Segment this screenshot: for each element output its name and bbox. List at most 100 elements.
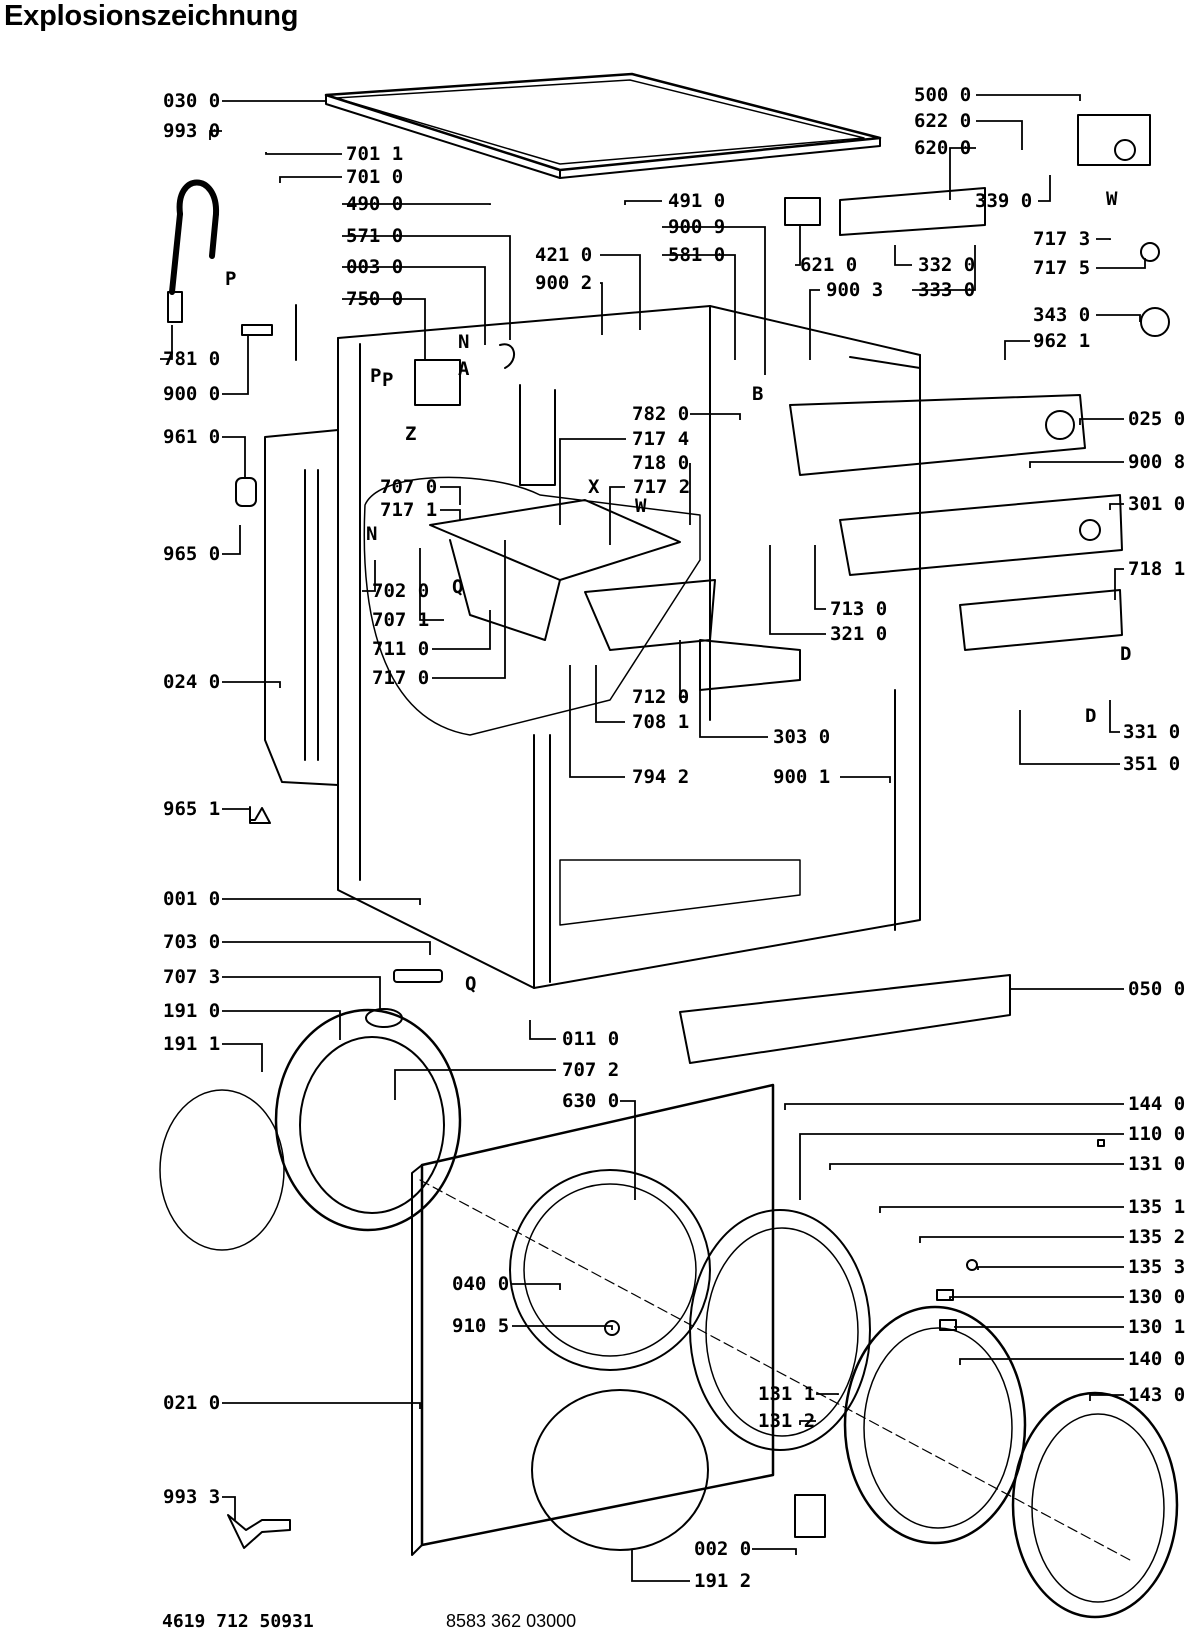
part-label: 717 2 [633,476,690,498]
part-label: 962 1 [1033,330,1090,352]
leader-line [1038,175,1051,202]
leader-line [440,486,461,505]
part-label: 130 1 [1128,1316,1185,1338]
leader-line [569,665,625,778]
part-label: 630 0 [562,1090,619,1112]
part-label: 144 0 [1128,1093,1185,1115]
leader-line [894,245,912,266]
letter-marker: X [588,476,600,498]
part-label: 191 1 [163,1033,220,1055]
leader-line [829,1163,1124,1170]
part-label: 021 0 [163,1392,220,1414]
leader-line [699,685,768,738]
part-label: 135 1 [1128,1196,1185,1218]
part-label: 717 0 [372,667,429,689]
letter-marker: A [458,358,470,380]
part-label: 421 0 [535,244,592,266]
leader-line [1109,700,1120,733]
part-label: 620 0 [914,137,971,159]
leader-line [1096,314,1141,322]
leader-line [949,147,976,200]
leader-line [1114,568,1124,600]
leader-line [799,1133,1124,1200]
leader-line [809,289,820,360]
leader-line [432,540,506,679]
leader-line [690,413,741,420]
leader-line [265,152,342,155]
leader-line [795,225,801,266]
leader-line [1009,988,1124,995]
letter-marker: Q [452,576,463,598]
leader-line [600,254,641,330]
part-label: 717 1 [380,499,437,521]
leader-line [342,266,486,345]
part-label: 961 0 [163,426,220,448]
leader-line [222,1010,341,1040]
part-label: 131 2 [758,1410,815,1432]
leader-line [222,335,249,395]
part-label: 782 0 [632,403,689,425]
part-label: 050 0 [1128,978,1185,1000]
leader-line [879,1206,1124,1213]
leader-line [1019,710,1120,765]
leader-line [222,808,251,815]
leader-line [1096,258,1146,269]
part-label: 794 2 [632,766,689,788]
leader-line [432,610,491,650]
part-label: 717 5 [1033,257,1090,279]
leader-line [752,1548,797,1555]
leader-line [816,1393,839,1395]
letter-marker: D [1085,705,1096,727]
leader-line [1029,461,1124,468]
letter-marker: D [1120,643,1131,665]
part-label: 491 0 [668,190,725,212]
leader-line [222,436,246,478]
part-label: 002 0 [694,1538,751,1560]
leader-line [1004,340,1030,360]
part-label: 900 3 [826,279,883,301]
part-label: 303 0 [773,726,830,748]
leader-line [624,200,662,205]
leader-line [222,1496,236,1520]
letter-marker: W [1106,188,1118,210]
part-label: 621 0 [800,254,857,276]
leader-line [222,941,431,955]
leader-line [222,98,327,102]
leader-line [512,1283,561,1290]
footer-service-number: 8583 362 03000 [446,1611,577,1631]
leader-line [342,298,426,360]
leader-line [799,1420,816,1425]
leader-line [959,1358,1124,1365]
leader-line [1089,1394,1124,1401]
part-label: 131 1 [758,1383,815,1405]
leader-line [595,665,625,723]
part-label: 321 0 [830,623,887,645]
leader-line [342,235,511,340]
part-label: 025 0 [1128,408,1185,430]
leader-line [160,325,173,360]
part-label: 030 0 [163,90,220,112]
part-label: 001 0 [163,888,220,910]
leader-line [977,1266,1124,1270]
leader-line [419,548,444,621]
part-label: 581 0 [668,244,725,266]
part-label: 135 2 [1128,1226,1185,1248]
leader-line [631,1550,690,1582]
leader-line [600,282,603,335]
part-label: 490 0 [346,193,403,215]
part-label: 900 8 [1128,451,1185,473]
leader-line [840,776,891,783]
part-label: 332 0 [918,254,975,276]
leader-line [919,1236,1124,1243]
part-label: 717 3 [1033,228,1090,250]
part-label: 191 2 [694,1570,751,1592]
part-label: 571 0 [346,225,403,247]
letter-marker: W [635,495,647,517]
part-label: 712 0 [632,686,689,708]
part-label: 993 3 [163,1486,220,1508]
leader-line [222,681,281,688]
leader-line [1079,418,1124,425]
leader-line [912,245,976,291]
